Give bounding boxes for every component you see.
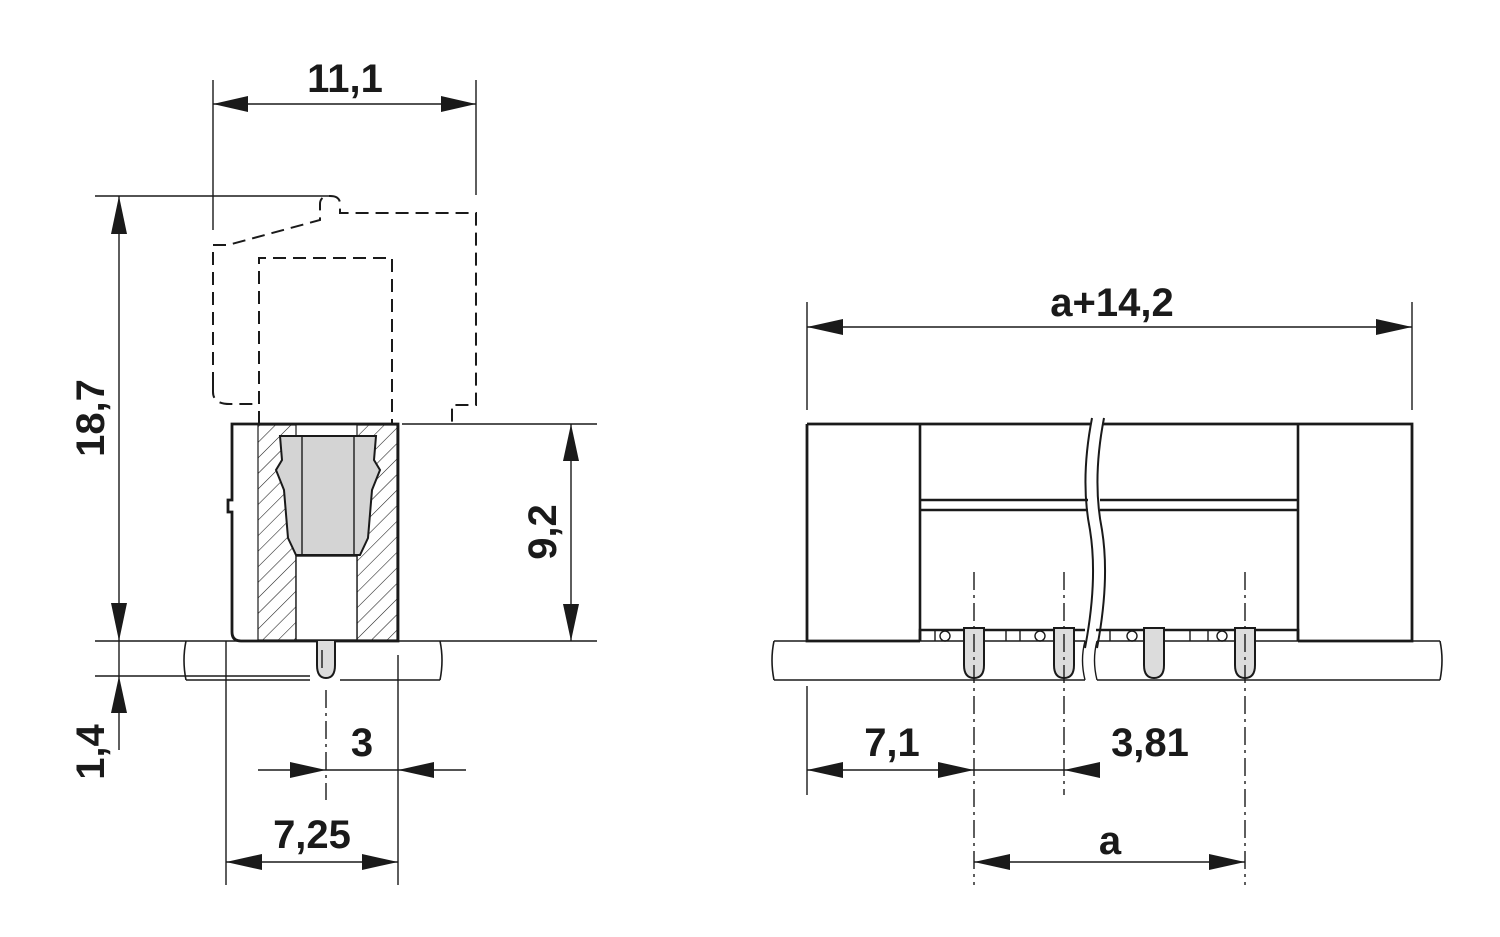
plug-inner-dashed: [258, 257, 393, 424]
pcb-front: [771, 640, 1443, 681]
plug-outline-dashed-lower: [212, 385, 258, 405]
arrow: [563, 424, 579, 461]
arrow: [563, 604, 579, 641]
pcb-break: [1081, 640, 1098, 681]
dim-label-base-width: 7,25: [273, 813, 351, 857]
arrow: [441, 96, 476, 112]
notch-circle: [1216, 630, 1228, 642]
base-notches: [934, 630, 1209, 641]
front-view: a+14,2 7,1 3,81 a: [771, 281, 1443, 885]
break-line-left: [1084, 417, 1095, 649]
arrow: [213, 96, 248, 112]
contact-socket: [274, 435, 382, 556]
arrow: [1209, 854, 1245, 870]
arrow: [974, 854, 1010, 870]
break-line-right: [1096, 417, 1107, 649]
arrow: [111, 603, 127, 641]
dim-label-pin-pitch: 3,81: [1111, 721, 1189, 765]
arrow: [938, 762, 974, 778]
housing-front: [805, 422, 1414, 643]
dim-label-width-total: 11,1: [307, 57, 383, 101]
arrow: [111, 676, 127, 713]
dim-label-overall-length: a+14,2: [1050, 281, 1173, 325]
plug-outline-dashed: [212, 194, 477, 424]
dim-label-pin-offset: 3: [351, 721, 373, 765]
arrow: [1064, 762, 1100, 778]
arrow: [111, 196, 127, 234]
arrow: [290, 762, 326, 778]
arrow: [807, 762, 843, 778]
side-view: 11,1 18,7 9,2 1,4 3 7,25: [69, 57, 597, 885]
dim-label-pin-span: a: [1099, 819, 1122, 863]
notch-circle: [1126, 630, 1138, 642]
arrow: [1376, 319, 1412, 335]
pcb-side: [183, 640, 443, 681]
pin-3: [1143, 627, 1165, 680]
arrow: [398, 762, 434, 778]
notch-circle: [939, 630, 951, 642]
arrow: [362, 854, 398, 870]
dim-label-edge-to-pin: 7,1: [864, 721, 920, 765]
dim-label-height-housing: 9,2: [521, 504, 565, 560]
dim-label-pin-length: 1,4: [69, 723, 113, 779]
pin-side: [316, 641, 336, 680]
dim-label-height-total: 18,7: [69, 379, 113, 457]
arrow: [226, 854, 262, 870]
arrow: [807, 319, 843, 335]
notch-circle: [1034, 630, 1046, 642]
pin-channel: [295, 555, 358, 641]
